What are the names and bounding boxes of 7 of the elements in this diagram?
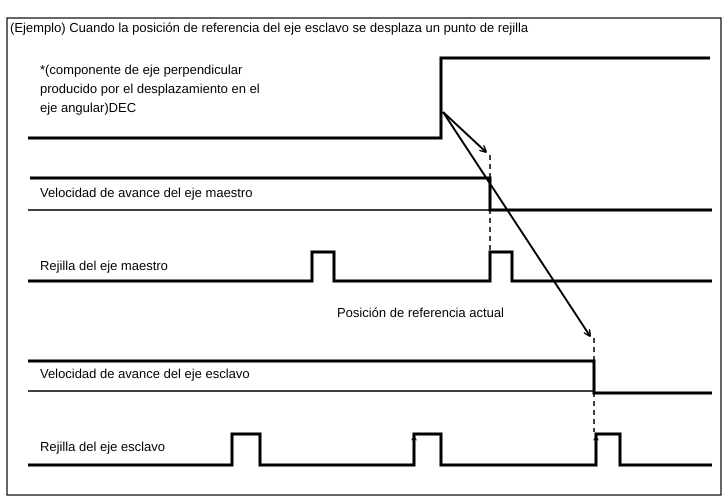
signal-label: Rejilla del eje esclavo — [40, 438, 166, 456]
diagram-title: (Ejemplo) Cuando la posición de referencia del eje esclavo se desplaza un punto de rejilla — [10, 19, 528, 37]
signal-label: Posición de referencia actual — [337, 304, 504, 322]
signal-label: Rejilla del eje maestro — [40, 257, 168, 275]
signal-label: *(componente de eje perpendicular producido por el desplazamiento en el eje angular)DEC — [40, 61, 261, 117]
signal-label: Velocidad de avance del eje maestro — [40, 184, 252, 202]
signal-label: Velocidad de avance del eje esclavo — [40, 365, 250, 383]
